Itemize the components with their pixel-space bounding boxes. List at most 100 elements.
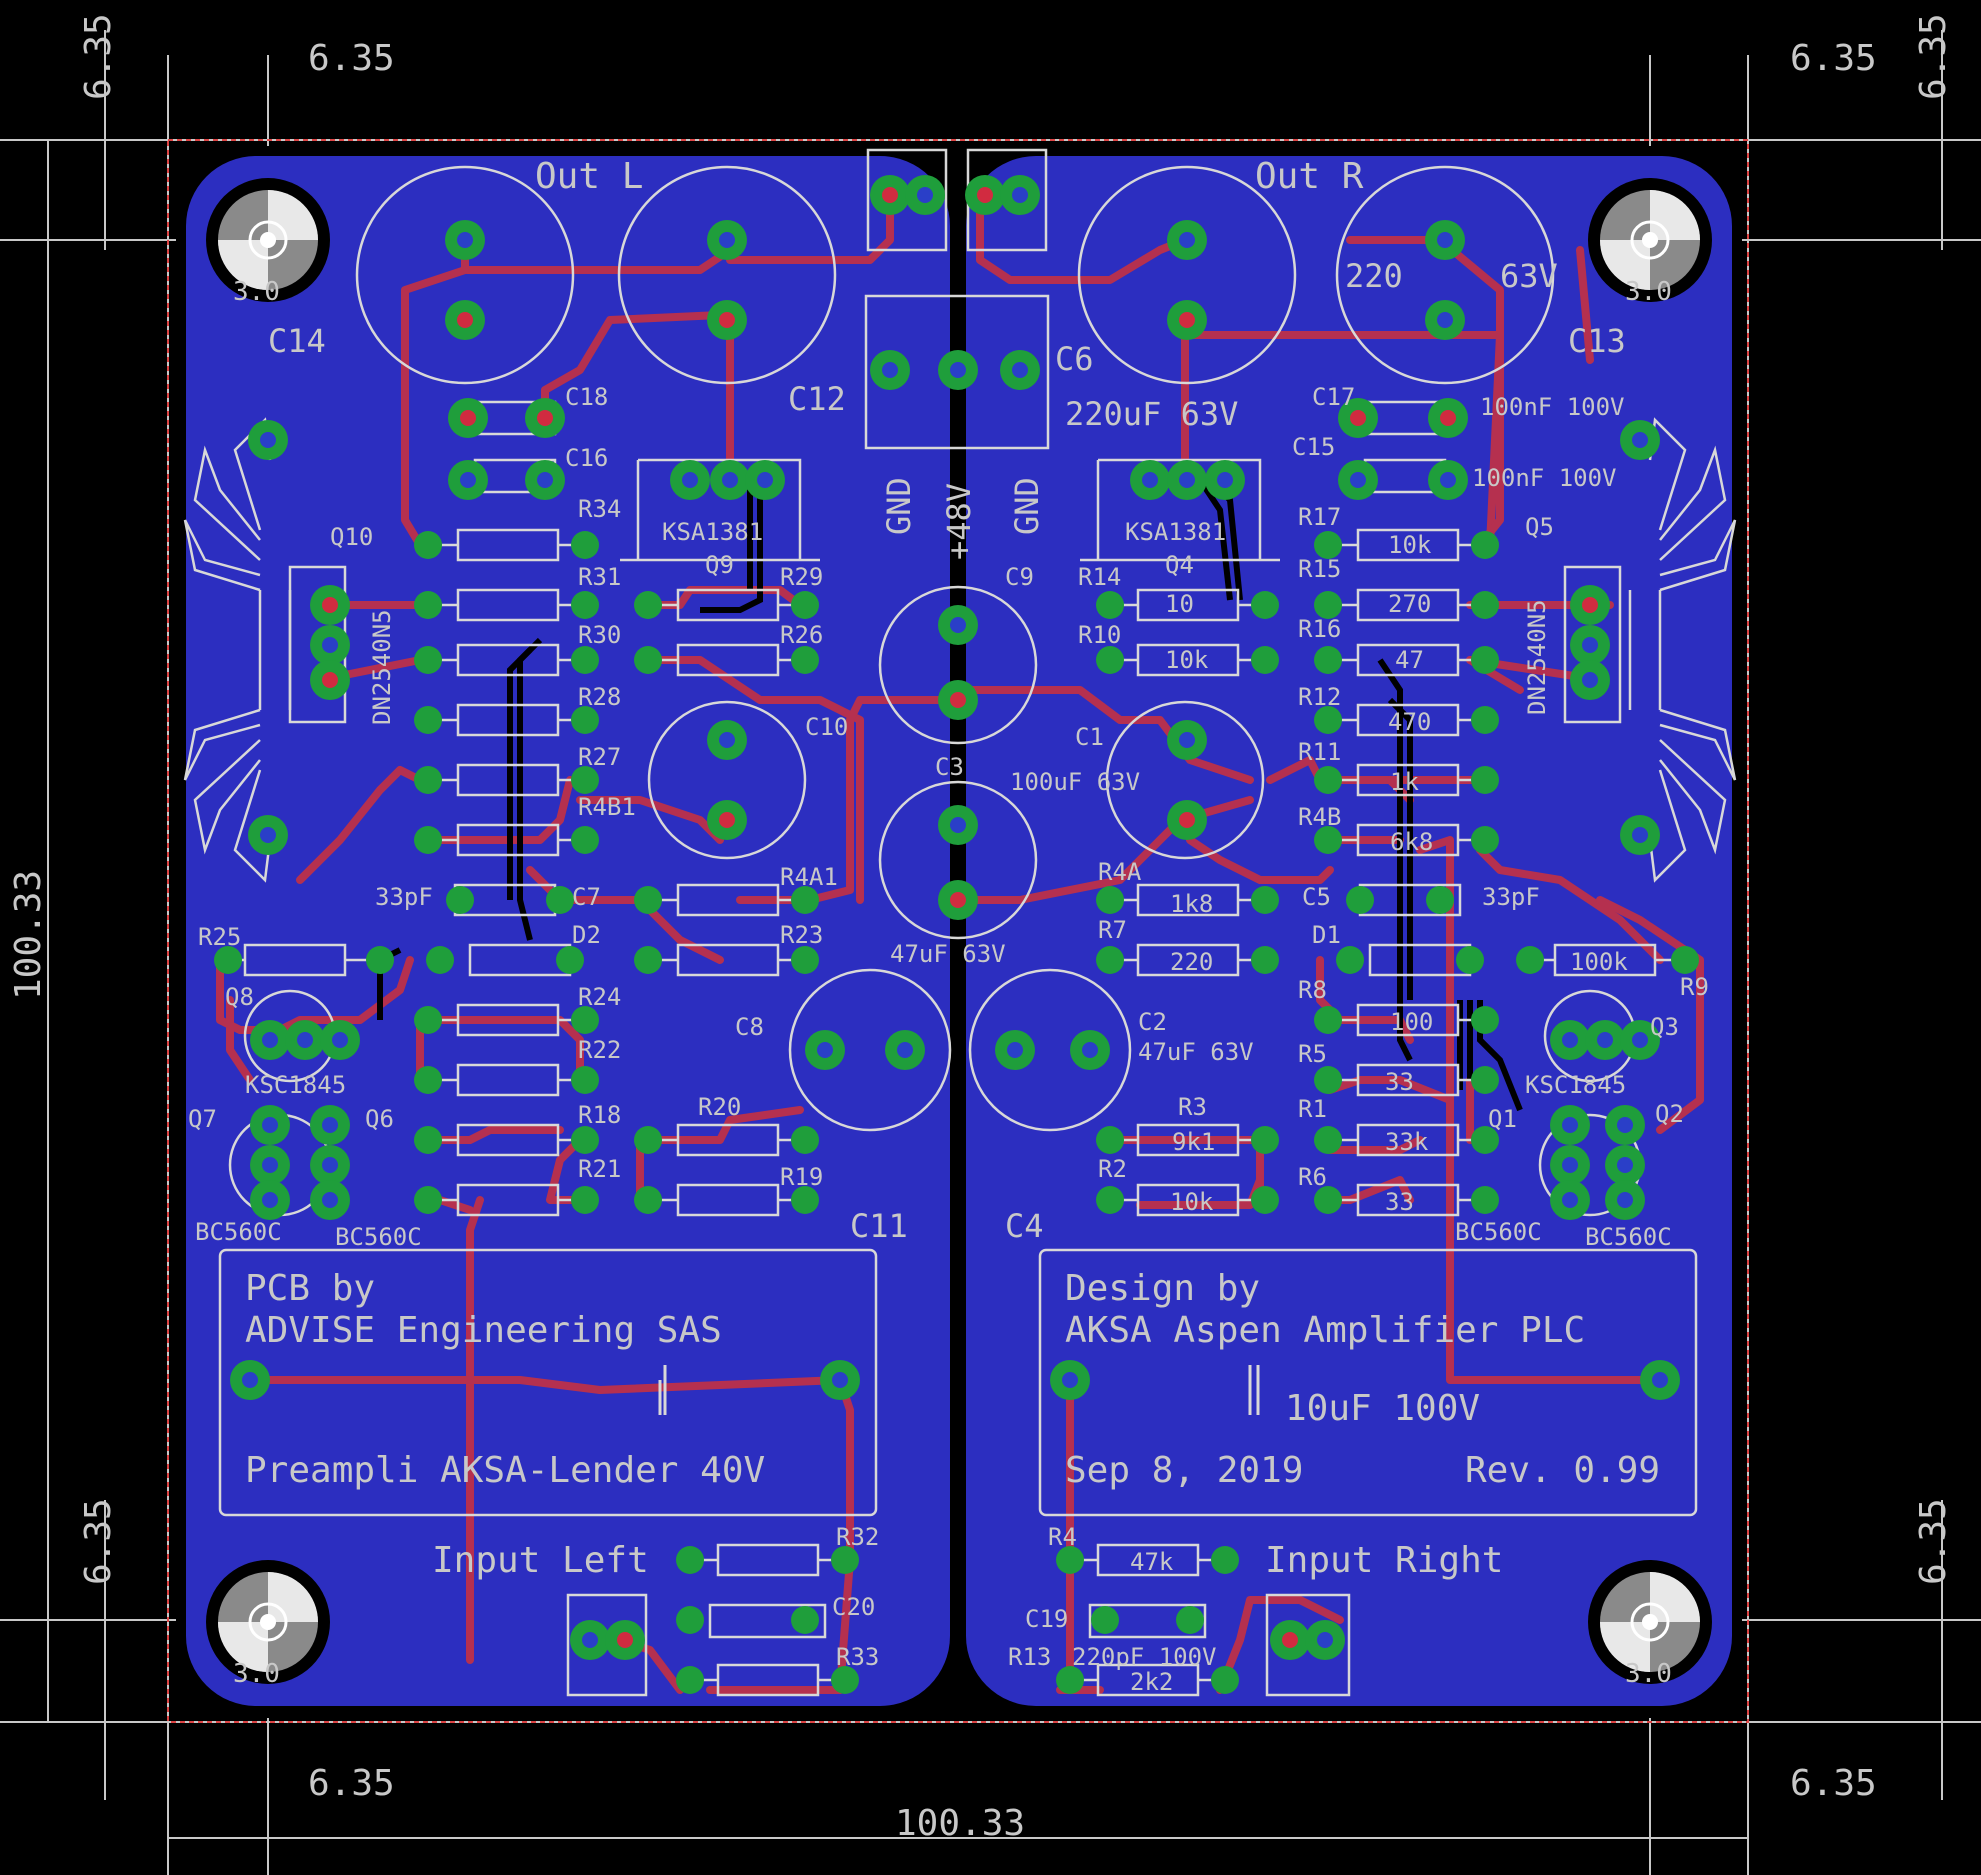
- label-c13: C13: [1568, 322, 1626, 360]
- label-r15: R15: [1298, 555, 1341, 583]
- label-ksc-right: KSC1845: [1525, 1071, 1626, 1099]
- label-r10: R10: [1078, 621, 1121, 649]
- dim-width: 100.33: [895, 1803, 1025, 1844]
- label-c18: C18: [565, 383, 608, 411]
- label-r2: R2: [1098, 1155, 1127, 1183]
- v48-label: +48V: [940, 483, 978, 560]
- label-c19-val: 220pF 100V: [1072, 1643, 1217, 1671]
- label-q2: Q2: [1655, 1100, 1684, 1128]
- label-ksa-left: KSA1381: [662, 518, 763, 546]
- label-c16: C16: [565, 444, 608, 472]
- label-r17: R17: [1298, 503, 1341, 531]
- hole-label-bl: 3.0: [233, 1659, 280, 1689]
- small-pads: [214, 531, 1699, 1694]
- label-r4a: R4A: [1098, 858, 1142, 886]
- pcb-company-label: ADVISE Engineering SAS: [245, 1310, 722, 1351]
- label-c15: C15: [1292, 433, 1335, 461]
- pcb-outline: [167, 139, 1749, 1723]
- label-bc2: BC560C: [335, 1223, 422, 1251]
- label-r26: R26: [780, 621, 823, 649]
- label-r10-val: 10k: [1165, 646, 1209, 674]
- dim-tl-h: 6.35: [308, 38, 395, 79]
- label-r34: R34: [578, 495, 621, 523]
- label-r1-val: 33k: [1385, 1128, 1429, 1156]
- label-r33: R33: [836, 1643, 879, 1671]
- label-r20: R20: [698, 1093, 741, 1121]
- label-r13-val: 2k2: [1130, 1668, 1173, 1696]
- label-q6: Q6: [365, 1105, 394, 1133]
- label-r27: R27: [578, 743, 621, 771]
- label-q5: Q5: [1525, 513, 1554, 541]
- label-r11-val: 1k: [1390, 768, 1419, 796]
- label-r24: R24: [578, 983, 621, 1011]
- label-q1: Q1: [1488, 1105, 1517, 1133]
- label-dn-left: DN2540N5: [368, 609, 396, 725]
- label-d2: D2: [572, 921, 601, 949]
- label-c6-val: 220uF 63V: [1065, 395, 1238, 433]
- label-r15-val: 270: [1388, 590, 1431, 618]
- label-c8: C8: [735, 1013, 764, 1041]
- dim-height: 100.33: [8, 870, 49, 1000]
- date-label: Sep 8, 2019: [1065, 1450, 1303, 1491]
- dim-tl-v: 6.35: [78, 13, 119, 100]
- label-r18: R18: [578, 1101, 621, 1129]
- label-bc3: BC560C: [1455, 1218, 1542, 1246]
- label-q7: Q7: [188, 1105, 217, 1133]
- label-c11: C11: [850, 1207, 908, 1245]
- label-r19: R19: [780, 1163, 823, 1191]
- hole-label-tr: 3.0: [1625, 277, 1672, 307]
- out-right-label: Out R: [1255, 156, 1364, 197]
- label-r22: R22: [578, 1036, 621, 1064]
- dim-br-v: 6.35: [1913, 1498, 1954, 1585]
- out-left-label: Out L: [535, 156, 643, 197]
- label-r16-val: 47: [1395, 646, 1424, 674]
- label-r8-val: 100: [1390, 1008, 1433, 1036]
- label-r13: R13: [1008, 1643, 1051, 1671]
- label-c10: C10: [805, 713, 848, 741]
- label-c1: C1: [1075, 723, 1104, 751]
- label-r2-val: 10k: [1170, 1188, 1214, 1216]
- copper-pour-right: [966, 156, 1732, 1706]
- label-r14: R14: [1078, 563, 1121, 591]
- design-company-label: AKSA Aspen Amplifier PLC: [1065, 1310, 1585, 1351]
- label-c20: C20: [832, 1593, 875, 1621]
- label-r4a-val: 1k8: [1170, 890, 1213, 918]
- input-left-label: Input Left: [432, 1540, 649, 1581]
- label-c4: C4: [1005, 1207, 1044, 1245]
- label-c7: C7: [572, 883, 601, 911]
- label-ksa-right: KSA1381: [1125, 518, 1226, 546]
- label-r14-val: 10: [1165, 590, 1194, 618]
- dim-bl-h: 6.35: [308, 1763, 395, 1804]
- label-r1: R1: [1298, 1095, 1327, 1123]
- label-r23: R23: [780, 921, 823, 949]
- label-ksc-left: KSC1845: [245, 1071, 346, 1099]
- label-dn-right: DN2540N5: [1523, 599, 1551, 715]
- label-r7-val: 220: [1170, 948, 1213, 976]
- label-c15-val: 100nF 100V: [1472, 464, 1617, 492]
- gnd-label-1: GND: [880, 477, 918, 535]
- board-name-label: Preampli AKSA-Lender 40V: [245, 1450, 765, 1491]
- dim-tr-h: 6.35: [1790, 38, 1877, 79]
- label-c7-val: 33pF: [375, 883, 433, 911]
- label-bc4: BC560C: [1585, 1223, 1672, 1251]
- label-r4-val: 47k: [1130, 1548, 1174, 1576]
- label-c17: C17: [1312, 383, 1355, 411]
- label-c13-val2: 63V: [1500, 257, 1558, 295]
- label-c19: C19: [1025, 1605, 1068, 1633]
- label-r17-val: 10k: [1388, 531, 1432, 559]
- label-r31: R31: [578, 563, 621, 591]
- label-r8: R8: [1298, 976, 1327, 1004]
- label-r16: R16: [1298, 615, 1341, 643]
- label-r32: R32: [836, 1523, 879, 1551]
- label-c2-val: 47uF 63V: [1138, 1038, 1254, 1066]
- dim-tr-v: 6.35: [1913, 13, 1954, 100]
- label-r3: R3: [1178, 1093, 1207, 1121]
- label-c6: C6: [1055, 340, 1094, 378]
- revision-label: Rev. 0.99: [1465, 1450, 1660, 1491]
- label-r4a1: R4A1: [780, 863, 838, 891]
- label-r7: R7: [1098, 916, 1127, 944]
- label-c1-val: 100uF 63V: [1010, 768, 1140, 796]
- label-q3: Q3: [1650, 1013, 1679, 1041]
- label-r4b1: R4B1: [578, 793, 636, 821]
- label-r11: R11: [1298, 738, 1341, 766]
